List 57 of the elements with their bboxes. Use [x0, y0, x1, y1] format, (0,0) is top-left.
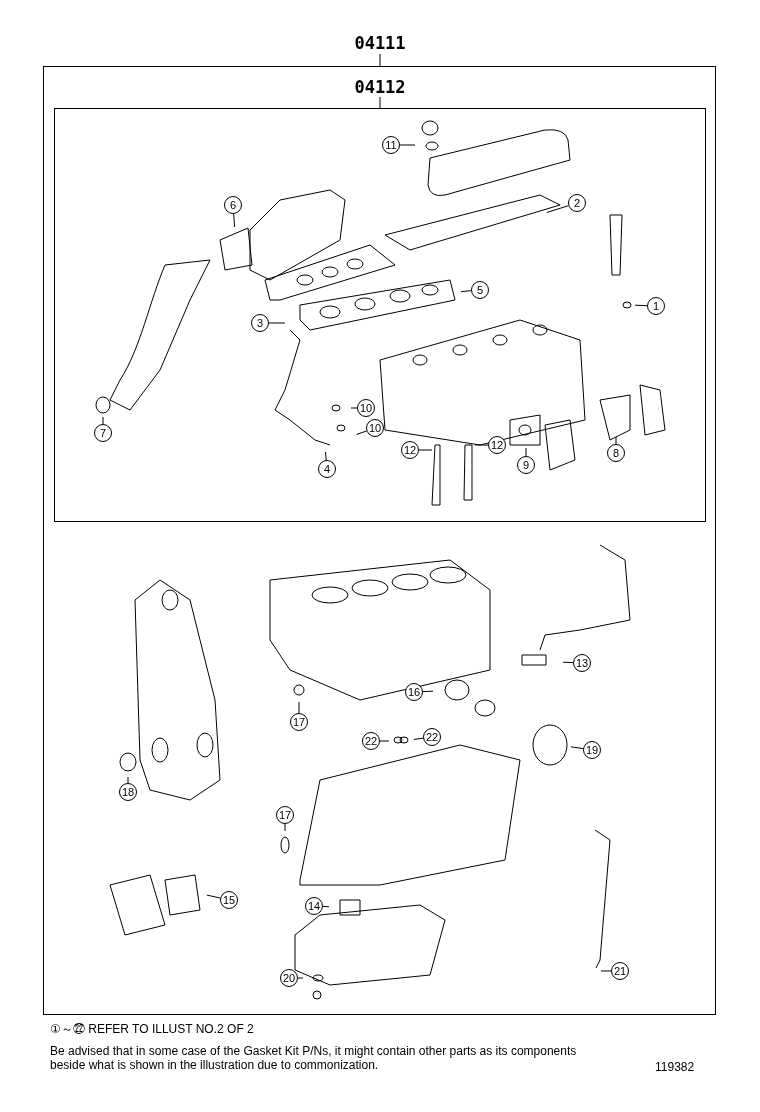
- leader-line: [562, 661, 574, 664]
- callout-number: 10: [366, 419, 384, 437]
- leader-line: [127, 776, 129, 784]
- callout-number: 5: [471, 281, 489, 299]
- leader-line: [379, 740, 390, 742]
- callout-number: 14: [305, 897, 323, 915]
- leader-line: [298, 701, 300, 714]
- callout-number: 1: [647, 297, 665, 315]
- callout-number: 6: [224, 196, 242, 214]
- leader-line: [399, 144, 416, 146]
- callout-number: 16: [405, 683, 423, 701]
- callout-number: 17: [290, 713, 308, 731]
- part-number: 04112: [354, 77, 406, 97]
- callout-number: 3: [251, 314, 269, 332]
- callout-number: 19: [583, 741, 601, 759]
- disclaimer-note: Be advised that in some case of the Gasket Kit P/Ns, it might contain other parts as its components beside what is shown in the illustration due to commonization.: [50, 1044, 578, 1072]
- leader-line: [460, 290, 472, 293]
- leader-line: [418, 449, 433, 451]
- reference-note: ①～㉒ REFER TO ILLUST NO.2 OF 2: [50, 1021, 254, 1038]
- callout-number: 12: [401, 441, 419, 459]
- callout-number: 8: [607, 444, 625, 462]
- leader-line: [634, 304, 648, 307]
- part-number: 04111: [354, 33, 406, 53]
- callout-number: 20: [280, 969, 298, 987]
- leader-line: [356, 430, 367, 435]
- illustration-number: 119382: [655, 1060, 695, 1074]
- callout-number: 13: [573, 654, 591, 672]
- leader-line: [546, 205, 569, 213]
- callout-number: 15: [220, 891, 238, 909]
- leader-line: [206, 894, 221, 899]
- callout-number: 22: [362, 732, 380, 750]
- callout-number: 2: [568, 194, 586, 212]
- callout-number: 4: [318, 460, 336, 478]
- leader-line: [233, 213, 236, 228]
- callout-number: 9: [517, 456, 535, 474]
- leader-line: [615, 436, 617, 445]
- leader-line: [525, 447, 527, 457]
- callout-number: 10: [357, 399, 375, 417]
- leader-line: [570, 746, 584, 750]
- callout-number: 11: [382, 136, 400, 154]
- leader-line: [325, 451, 327, 461]
- callout-number: 18: [119, 783, 137, 801]
- leader-line: [350, 407, 358, 409]
- leader-line: [297, 977, 304, 979]
- leader-line: [322, 905, 330, 908]
- leader-line: [474, 444, 489, 446]
- leader-line: [422, 690, 434, 693]
- leader-line: [600, 970, 612, 972]
- leader-line: [413, 737, 424, 740]
- callout-number: 21: [611, 962, 629, 980]
- leader-line: [268, 322, 286, 324]
- callout-number: 22: [423, 728, 441, 746]
- callout-number: 12: [488, 436, 506, 454]
- leader-line: [102, 416, 104, 425]
- callout-number: 17: [276, 806, 294, 824]
- leader-line: [284, 823, 286, 832]
- callout-number: 7: [94, 424, 112, 442]
